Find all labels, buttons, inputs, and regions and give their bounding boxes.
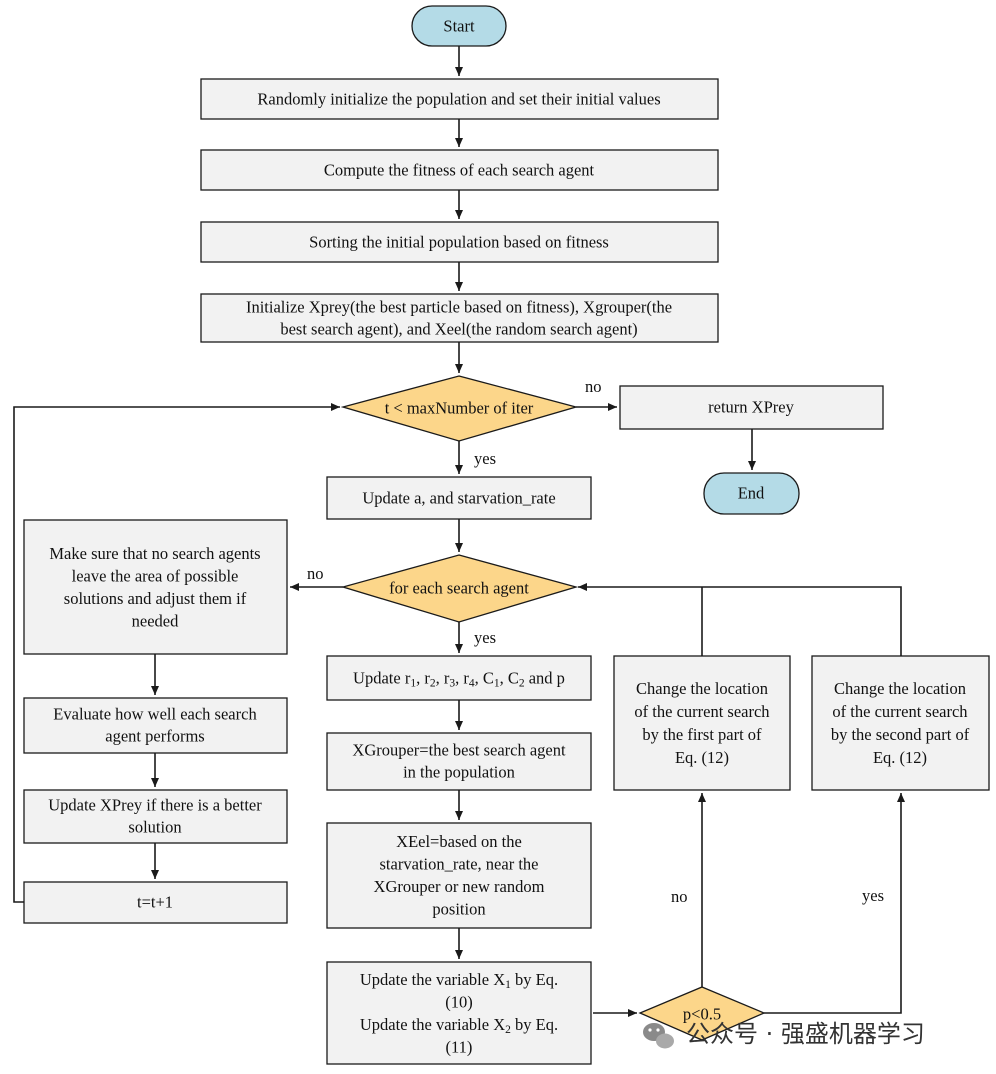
shapes: [23, 5, 990, 1065]
update-x-label: Update the variable X1 by Eq.(10)Update …: [360, 970, 558, 1057]
p-no-label: no: [671, 887, 688, 906]
watermark-text: 公众号 · 强盛机器学习: [686, 1020, 925, 1048]
edge-p-change2: [764, 793, 905, 1014]
update-x-process: [326, 961, 592, 1065]
update-r-label: Update r1, r2, r3, r4, C1, C2 and p: [353, 669, 565, 690]
p-label: p<0.5: [683, 1005, 721, 1024]
update-prey-process: [23, 789, 288, 844]
start-label: Start: [443, 17, 475, 36]
edge-labels: no yes no yes no yes: [307, 377, 884, 906]
iter-condition-decision: [340, 375, 579, 442]
change-second-process: [811, 655, 990, 791]
change-first-process: [613, 655, 791, 791]
xgrouper-process: [326, 732, 592, 791]
p-decision: [638, 986, 766, 1041]
update-a-process: [326, 476, 592, 520]
cond-yes-label: yes: [474, 449, 496, 468]
init-x-label: Initialize Xprey(the best particle based…: [246, 298, 672, 339]
end-label: End: [738, 484, 765, 503]
each-agent-decision: [340, 554, 579, 623]
cond-no-label: no: [585, 377, 602, 396]
sort-label: Sorting the initial population based on …: [309, 233, 609, 252]
start-terminal: [411, 5, 507, 47]
init-label: Randomly initialize the population and s…: [257, 90, 660, 109]
watermark: 公众号 · 强盛机器学习: [643, 1020, 925, 1049]
p-yes-label: yes: [862, 886, 884, 905]
t-increment-process: [23, 881, 288, 924]
fitness-process: [200, 149, 719, 191]
evaluate-process: [23, 697, 288, 754]
init-x-process: [200, 293, 719, 343]
edge-change-each: [578, 583, 902, 656]
init-process: [200, 78, 719, 120]
edges: [13, 46, 905, 1017]
fitness-label: Compute the fitness of each search agent: [324, 161, 595, 180]
node-labels: Start Randomly initialize the population…: [48, 17, 969, 1057]
wechat-icon: [643, 1023, 674, 1049]
update-a-label: Update a, and starvation_rate: [362, 489, 555, 508]
t-increment-label: t=t+1: [137, 893, 173, 912]
edge-tinc-cond: [13, 403, 340, 903]
update-r-process: [326, 655, 592, 701]
bound-process: [23, 519, 288, 655]
each-agent-label: for each search agent: [389, 579, 529, 598]
end-terminal: [703, 472, 800, 515]
sort-process: [200, 221, 719, 263]
return-process: [619, 385, 884, 430]
iter-condition-label: t < maxNumber of iter: [385, 399, 534, 418]
each-no-label: no: [307, 564, 324, 583]
xeel-process: [326, 822, 592, 929]
each-yes-label: yes: [474, 628, 496, 647]
return-label: return XPrey: [708, 398, 794, 417]
